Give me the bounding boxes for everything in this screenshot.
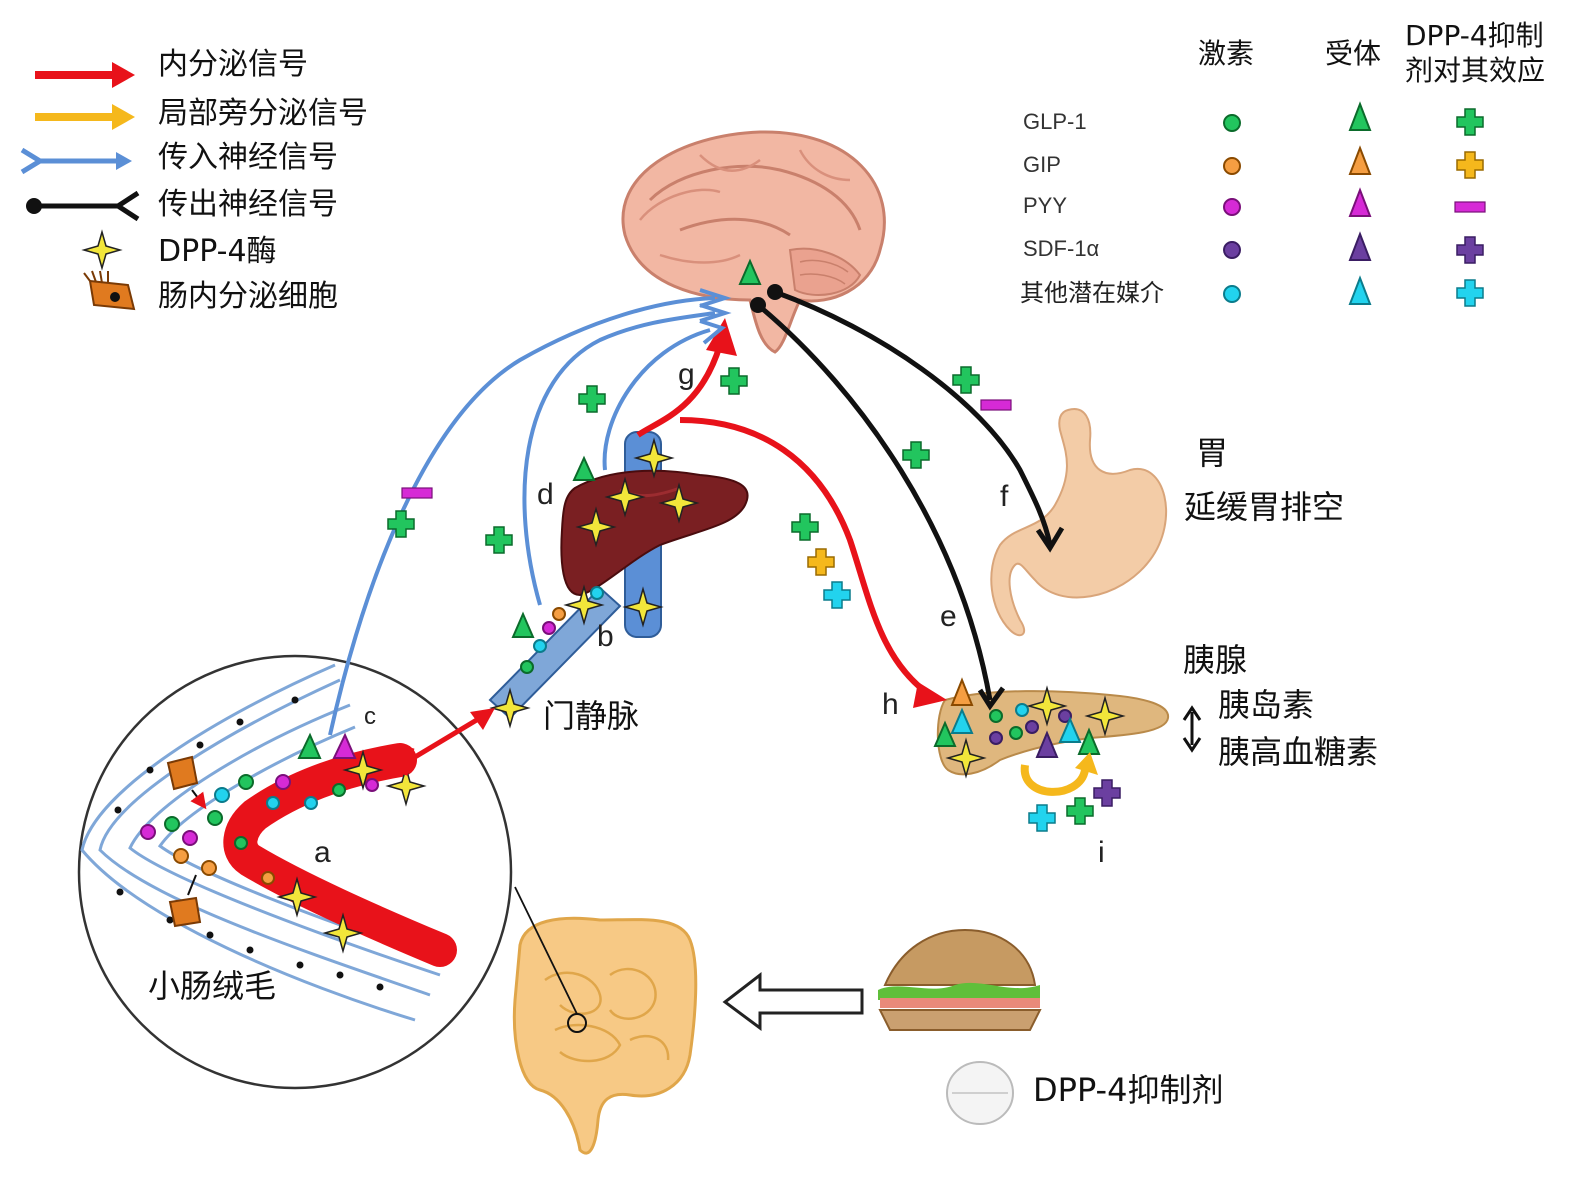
label-c: c [364,703,376,730]
other-effect-plus-icon [1456,279,1484,307]
sdf1a-effect-plus-icon [1456,236,1484,264]
stomach-effect-label: 延缓胃排空 [1184,488,1345,526]
efferent-arrow-e [756,303,993,701]
endocrine-arrow-icon [35,62,135,88]
table-header-effect-line1: DPP-4抑制 [1405,19,1544,52]
gip-hormone-dot [1223,157,1241,175]
table-header-effect-line2: 剂对其效应 [1405,54,1546,87]
table-header-receptor: 受体 [1325,37,1382,70]
villus-receptor-green [297,732,322,759]
legend-dpp4-label: DPP-4酶 [158,234,277,269]
efferent-arrow-f [774,289,1053,546]
efferent-arrow-icon [26,190,140,222]
label-e: e [940,600,957,633]
label-i: i [1098,836,1105,869]
endocrine-arrow-g-to-brain [636,344,723,438]
pyy-hormone-dot [1223,198,1241,216]
enteroendocrine-cell-upper [166,755,199,791]
other-hormone-dot [1223,285,1241,303]
villi-inset [77,654,513,1090]
portal-receptor-triangle [511,611,535,638]
insulin-glucagon-updown-icon [1182,705,1202,753]
afferent-arrow-c [328,296,716,736]
stomach-label: 胃 [1196,434,1229,472]
portal-vein-label: 门静脉 [543,697,640,735]
enteroendocrine-cell-lower [168,896,202,928]
hormone-table [1223,101,1486,307]
label-a: a [314,836,331,869]
villi-label: 小肠绒毛 [148,967,277,1005]
sdf1a-hormone-dot [1223,241,1241,259]
dpp4-inhibitor-label: DPP-4抑制剂 [1033,1071,1224,1109]
afferent-arrow-liver [602,328,711,471]
pancreas-label: 胰腺 [1183,641,1248,679]
brain-illustration [621,130,886,354]
legend [20,62,140,311]
label-f: f [1000,480,1009,513]
pyy-effect-minus-icon [1454,201,1486,213]
glp1-receptor-triangle [1348,101,1372,131]
paracrine-arrow-icon [35,104,135,130]
hormone-name-pyy: PYY [1023,193,1068,218]
label-g: g [678,358,695,391]
food-to-gut-arrow [722,971,864,1031]
glucagon-label: 胰高血糖素 [1218,733,1379,771]
endocrine-arrow-villus-to-portal [408,715,482,763]
hormone-name-other: 其他潜在媒介 [1020,280,1164,307]
hormone-name-sdf1a: SDF-1α [1023,236,1100,261]
gip-effect-plus-icon [1456,151,1484,179]
label-h: h [882,688,899,721]
paracrine-loop-arrow [1020,764,1089,796]
afferent-arrow-icon [20,147,132,175]
endocrine-arrow-h-to-pancreas [679,417,932,698]
intestine-illustration [512,886,698,1155]
enteroendocrine-cell-icon [83,270,136,311]
label-b: b [597,620,614,653]
table-header-hormone: 激素 [1198,37,1255,70]
legend-enteroendocrine-label: 肠内分泌细胞 [158,279,338,314]
stomach-illustration [990,408,1168,637]
gip-receptor-triangle [1348,145,1372,175]
legend-afferent-label: 传入神经信号 [158,140,338,175]
villus-receptor-magenta [332,732,357,759]
legend-endocrine-label: 内分泌信号 [158,47,308,82]
sandwich-illustration [878,928,1042,1031]
other-receptor-triangle [1348,275,1372,305]
dpp4-inhibitor-pill-icon [946,1061,1014,1125]
legend-efferent-label: 传出神经信号 [158,187,338,222]
insulin-label: 胰岛素 [1218,686,1315,724]
brain-receptor-triangle [738,258,762,285]
liver-receptor-triangle [572,455,596,481]
hormone-name-gip: GIP [1023,152,1061,177]
dpp4-star-icon [83,231,121,269]
hormone-name-glp1: GLP-1 [1023,109,1087,134]
pyy-receptor-triangle [1348,187,1372,217]
glp1-hormone-dot [1223,114,1241,132]
label-d: d [537,478,554,511]
afferent-arrow-d [522,311,716,606]
sdf1a-receptor-triangle [1348,231,1372,261]
glp1-effect-plus-icon [1456,108,1484,136]
legend-paracrine-label: 局部旁分泌信号 [158,96,368,131]
